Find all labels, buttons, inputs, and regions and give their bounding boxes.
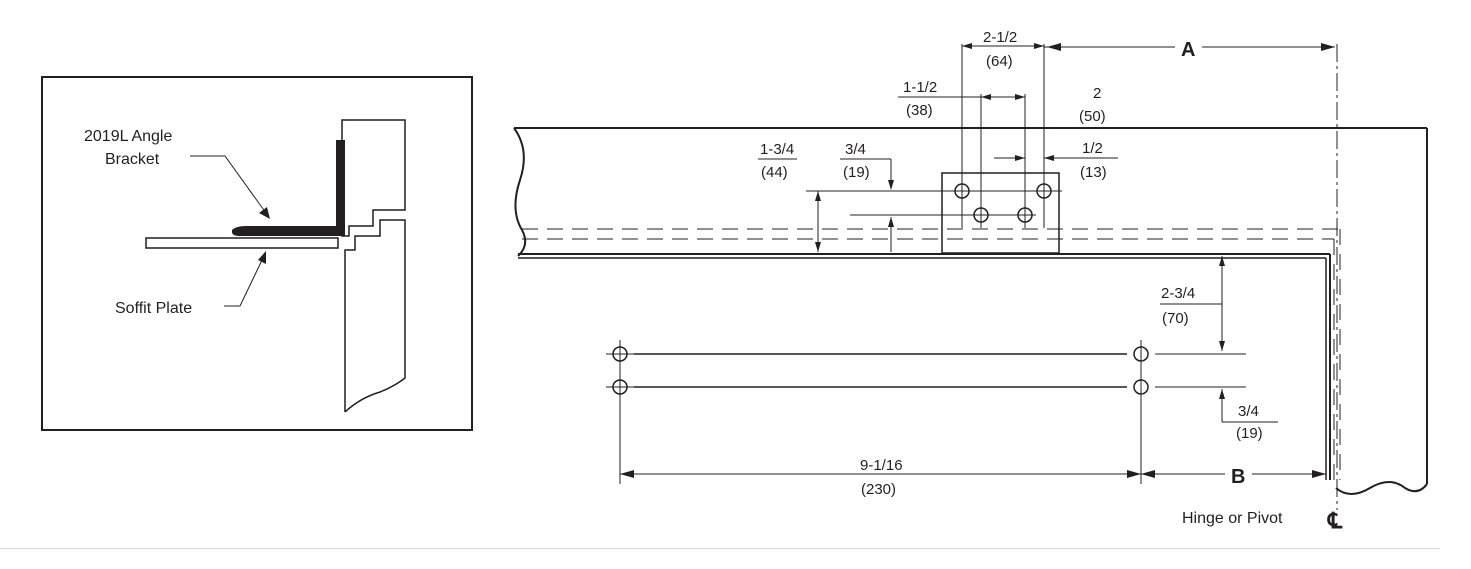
dim-50: (50): [1079, 108, 1106, 125]
dim-arrow: [1312, 470, 1326, 478]
dim-arrow: [1219, 256, 1225, 266]
dim-arrow: [1015, 155, 1025, 161]
soffit-plate-label: Soffit Plate: [115, 300, 192, 317]
footer-divider: [0, 548, 1440, 549]
bracket-arrow-head: [259, 207, 270, 219]
door-profile-lower: [344, 219, 406, 413]
centerline-symbol: ℄: [1327, 508, 1343, 533]
bracket-plate: [941, 172, 1060, 254]
dim-B: B: [1231, 466, 1245, 488]
dim-arrow: [1321, 43, 1335, 51]
dim-arrow: [815, 191, 821, 201]
dim-1-2: 1/2: [1082, 140, 1103, 157]
dim-13: (13): [1080, 164, 1107, 181]
dim-64: (64): [986, 53, 1013, 70]
bottom-break-line: [1335, 481, 1428, 495]
dim-2-1-2: 2-1/2: [983, 29, 1017, 46]
soffit-arrow-head: [258, 251, 266, 264]
soffit-leader: [224, 257, 264, 307]
dim-3-4-top: 3/4: [845, 141, 866, 158]
bracket-leader: [190, 155, 267, 214]
dim-230: (230): [861, 481, 896, 498]
frame-profile-upper: [341, 119, 406, 237]
detail-frame: [41, 76, 473, 431]
dim-arrow: [1044, 155, 1054, 161]
dim-arrow: [962, 43, 972, 49]
dim-arrow: [620, 470, 634, 478]
dim-arrow: [1015, 94, 1025, 100]
dim-19-top: (19): [843, 164, 870, 181]
dim-arrow: [1034, 43, 1044, 49]
centerline-label: Hinge or Pivot: [1182, 510, 1283, 527]
dim-arrow: [1141, 470, 1155, 478]
dim-38: (38): [906, 102, 933, 119]
door-elevation: [513, 44, 1428, 510]
dim-1-1-2: 1-1/2: [903, 79, 937, 96]
dimensions: 2-1/2 (64) A 1-1/2 (38) 2 (50) 1/2 (13) …: [606, 29, 1343, 533]
dim-2-3-4: 2-3/4: [1161, 285, 1195, 302]
dim-arrow: [815, 242, 821, 252]
dim-arrow: [1219, 341, 1225, 351]
dim-9-1-16: 9-1/16: [860, 457, 903, 474]
bracket-label-line2: Bracket: [105, 151, 160, 168]
bracket-label-line1: 2019L Angle: [84, 128, 172, 145]
dim-arrow: [981, 94, 991, 100]
angle-bracket: [232, 140, 345, 236]
dim-1-3-4: 1-3/4: [760, 141, 794, 158]
dim-arrow: [1047, 43, 1061, 51]
dim-A: A: [1181, 39, 1195, 61]
dim-70: (70): [1162, 310, 1189, 327]
dim-44: (44): [761, 164, 788, 181]
dim-2: 2: [1093, 85, 1101, 102]
dim-arrow: [888, 217, 894, 227]
dim-arrow: [888, 180, 894, 190]
angle-bracket-detail: 2019L Angle Bracket Soffit Plate: [41, 76, 473, 431]
soffit-plate: [145, 237, 339, 249]
dim-19-bottom: (19): [1236, 425, 1263, 442]
dim-arrow: [1219, 389, 1225, 399]
left-break-line: [513, 127, 527, 257]
dim-3-4-bottom: 3/4: [1238, 403, 1259, 420]
dim-arrow: [1127, 470, 1141, 478]
